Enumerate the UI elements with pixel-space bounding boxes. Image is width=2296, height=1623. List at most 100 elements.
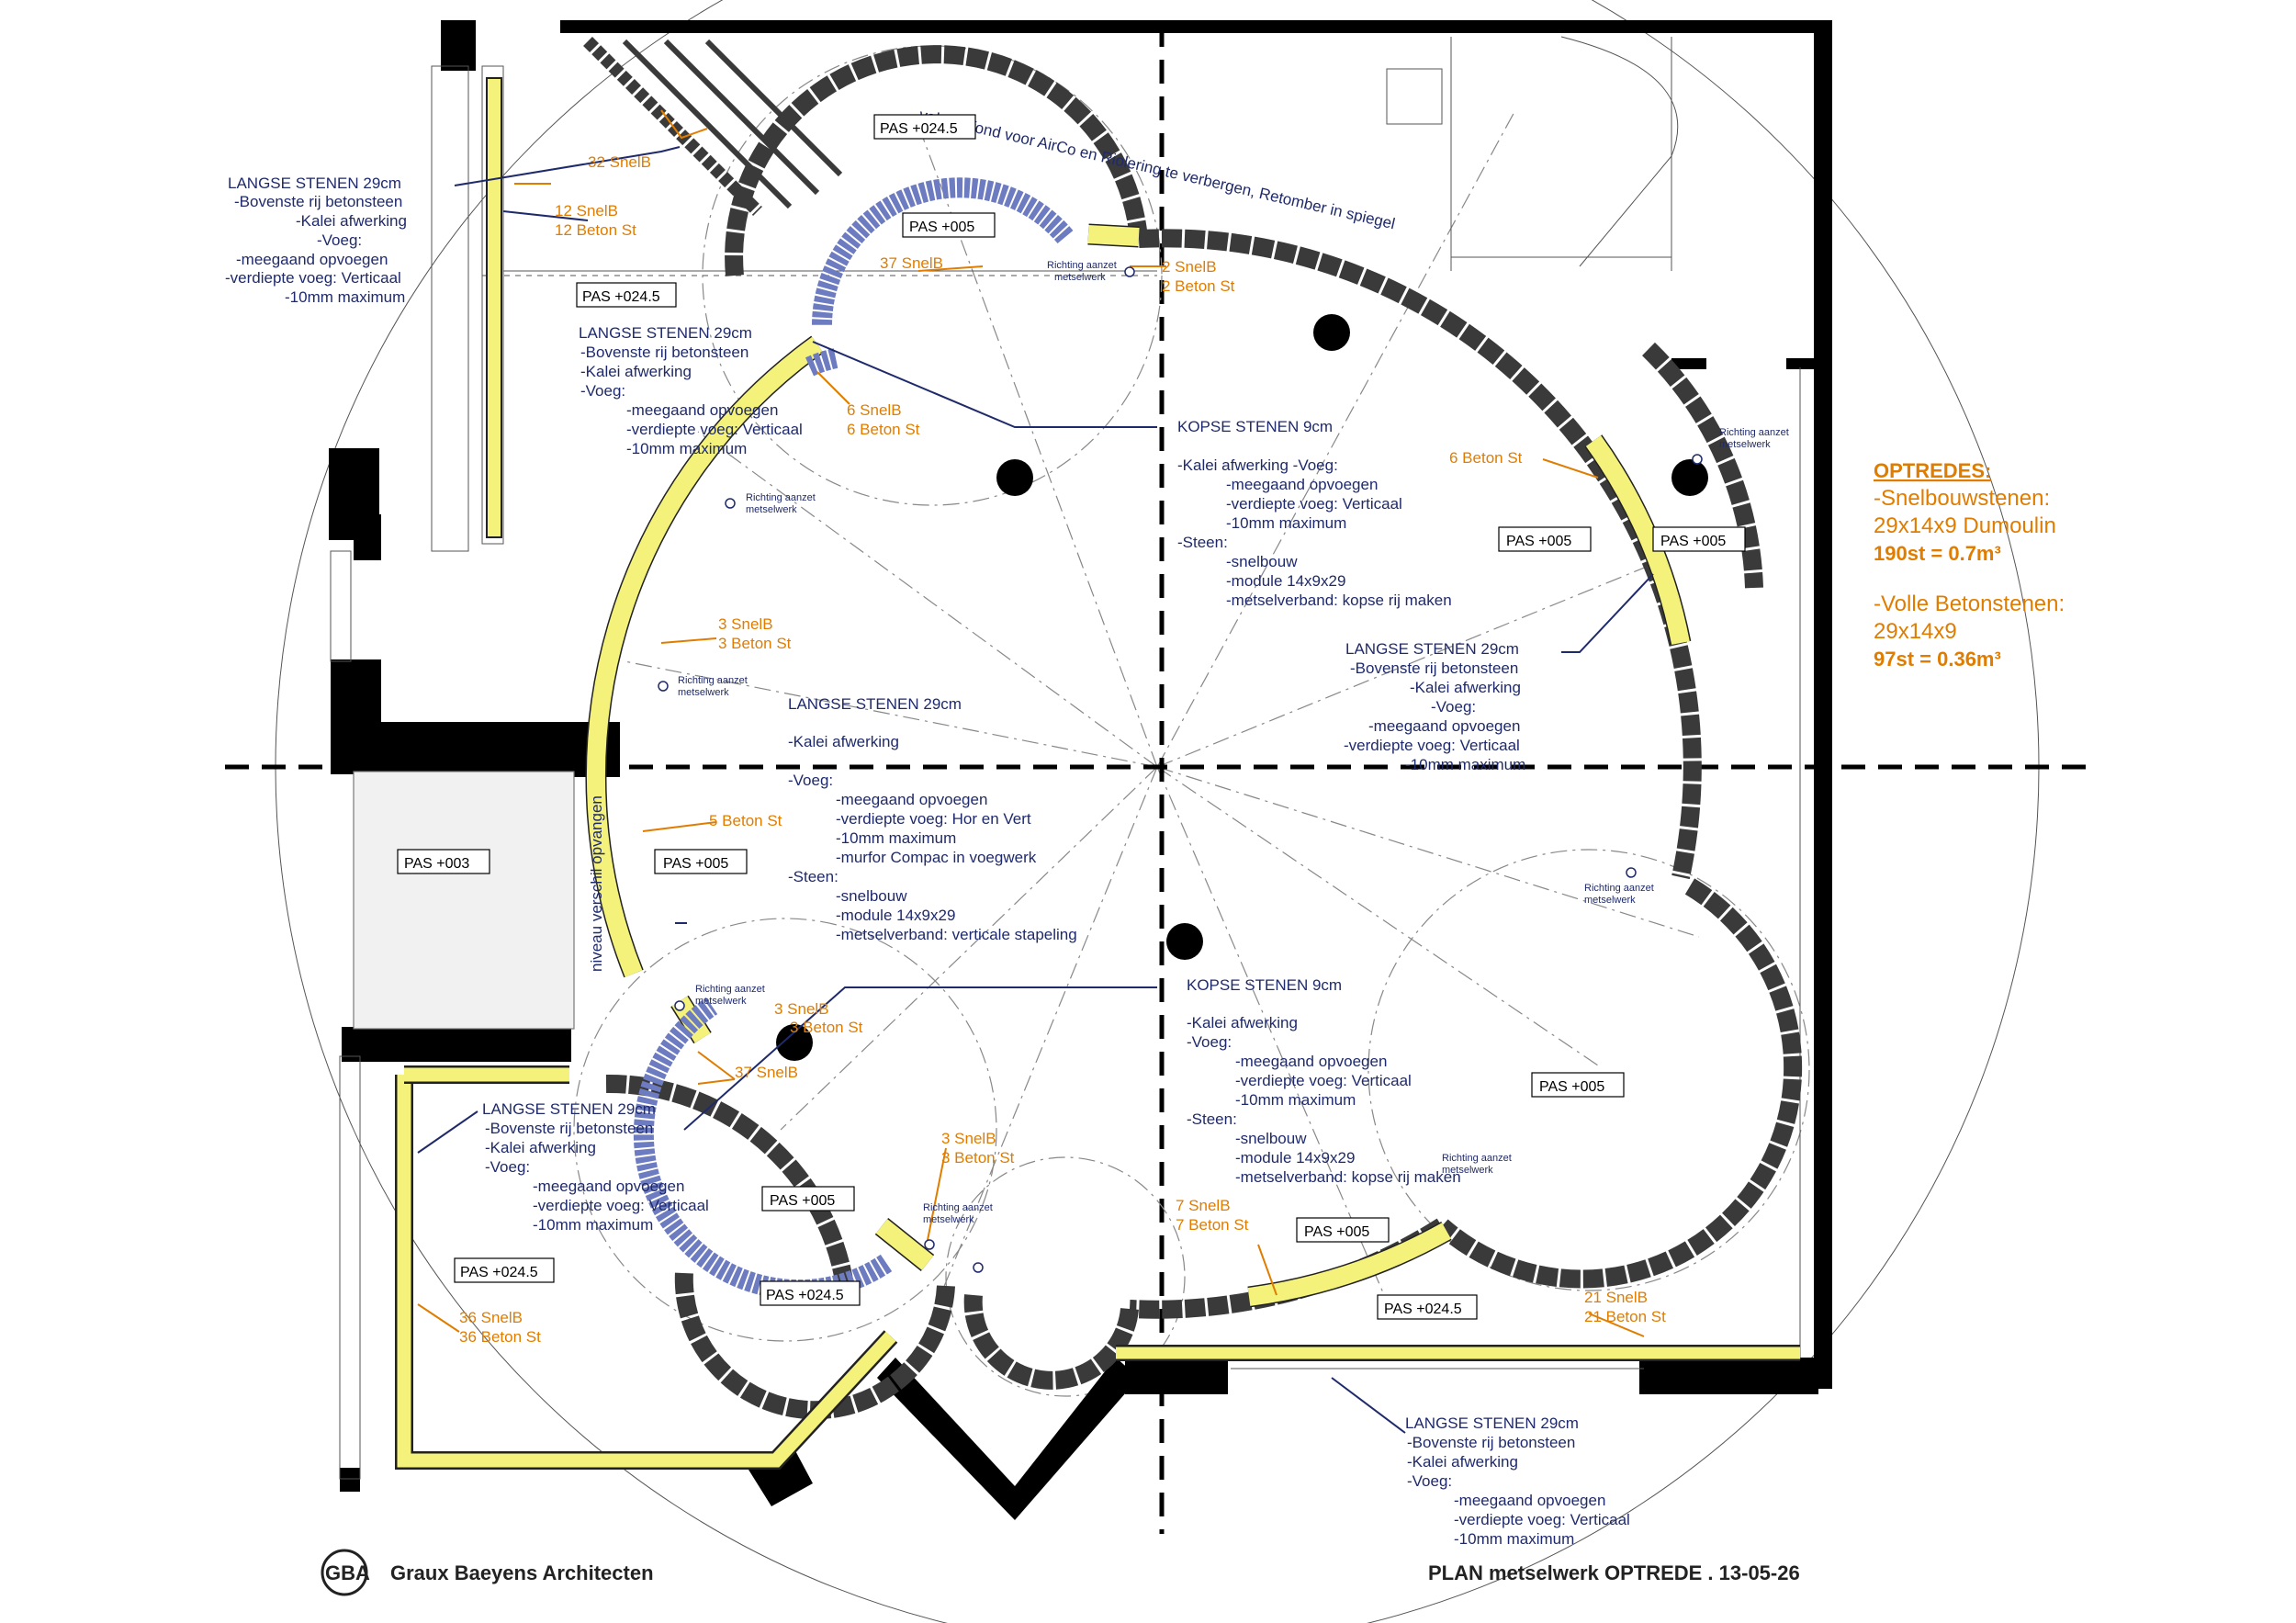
direction-markers: Richting aanzet metselwerk Richting aanz…	[658, 260, 1789, 1273]
svg-text:Richting aanzet: Richting aanzet	[1442, 1153, 1512, 1164]
svg-text:PAS +005: PAS +005	[909, 220, 974, 235]
svg-text:LANGSE STENEN 29cm: LANGSE STENEN 29cm	[228, 175, 401, 192]
svg-text:3 Beton St: 3 Beton St	[941, 1149, 1015, 1167]
svg-text:-Bovenste rij betonsteen: -Bovenste rij betonsteen	[1350, 659, 1518, 677]
svg-text:-Kalei afwerking: -Kalei afwerking	[1407, 1453, 1518, 1471]
svg-text:21 SnelB: 21 SnelB	[1584, 1289, 1648, 1306]
svg-text:-verdiepte voeg: Hor en Vert: -verdiepte voeg: Hor en Vert	[836, 810, 1031, 828]
svg-text:36 SnelB: 36 SnelB	[459, 1309, 523, 1326]
brick-counts: 32 SnelB 12 SnelB 12 Beton St 37 SnelB 2…	[459, 153, 1666, 1346]
svg-text:-Kalei afwerking: -Kalei afwerking	[788, 733, 899, 750]
svg-text:-10mm maximum: -10mm maximum	[1235, 1091, 1356, 1109]
optredes-summary: OPTREDES: -Snelbouwstenen: 29x14x9 Dumou…	[1874, 459, 2065, 671]
svg-text:-Kalei afwerking: -Kalei afwerking	[1410, 679, 1521, 696]
pas-labels: PAS +024.5 PAS +005 PAS +024.5 PAS +005 …	[397, 114, 1746, 1320]
svg-text:-verdiepte voeg: Verticaal: -verdiepte voeg: Verticaal	[1344, 737, 1520, 754]
thin-walls	[330, 36, 1801, 1480]
note-n4: LANGSE STENEN 29cm -Bovenste rij betonst…	[1344, 640, 1525, 773]
svg-text:-Bovenste rij betonsteen: -Bovenste rij betonsteen	[580, 344, 748, 361]
svg-text:-meegaand opvoegen: -meegaand opvoegen	[1368, 717, 1520, 735]
svg-text:-Voeg:: -Voeg:	[317, 231, 362, 249]
plan-title: PLAN metselwerk OPTREDE . 13-05-26	[1428, 1561, 1800, 1584]
svg-text:-Kalei afwerking: -Kalei afwerking	[485, 1139, 596, 1156]
columns	[776, 314, 1708, 1061]
svg-text:-meegaand opvoegen: -meegaand opvoegen	[533, 1178, 684, 1195]
firm-name: Graux Baeyens Architecten	[390, 1561, 654, 1584]
svg-text:-meegaand opvoegen: -meegaand opvoegen	[626, 401, 778, 419]
svg-text:6 Beton St: 6 Beton St	[847, 421, 920, 438]
svg-text:-10mm maximum: -10mm maximum	[626, 440, 747, 457]
svg-text:LANGSE STENEN 29cm: LANGSE STENEN 29cm	[788, 695, 962, 713]
svg-text:12 Beton St: 12 Beton St	[555, 221, 636, 239]
svg-text:-10mm maximum: -10mm maximum	[285, 288, 405, 306]
svg-text:-verdiepte voeg: Verticaal: -verdiepte voeg: Verticaal	[626, 421, 803, 438]
svg-text:-meegaand opvoegen: -meegaand opvoegen	[1454, 1492, 1605, 1509]
svg-text:29x14x9 Dumoulin: 29x14x9 Dumoulin	[1874, 513, 2056, 538]
svg-text:-Voeg:: -Voeg:	[1407, 1472, 1452, 1490]
building-walls	[329, 20, 1832, 1520]
stairs	[583, 37, 843, 216]
svg-text:21 Beton St: 21 Beton St	[1584, 1308, 1666, 1325]
svg-text:PAS +003: PAS +003	[404, 856, 469, 872]
svg-text:-murfor Compac in voegwerk: -murfor Compac in voegwerk	[836, 849, 1037, 866]
svg-text:-Voeg:: -Voeg:	[1187, 1033, 1232, 1051]
svg-text:12 SnelB: 12 SnelB	[555, 202, 618, 220]
svg-text:PAS +005: PAS +005	[1304, 1224, 1369, 1240]
svg-text:LANGSE STENEN 29cm: LANGSE STENEN 29cm	[1405, 1414, 1579, 1432]
svg-text:2 SnelB: 2 SnelB	[1162, 258, 1217, 276]
svg-text:-metselverband: kopse rij make: -metselverband: kopse rij maken	[1226, 592, 1452, 609]
leader-lines	[417, 109, 1654, 1434]
svg-text:-verdiepte voeg: Verticaal: -verdiepte voeg: Verticaal	[533, 1197, 709, 1214]
svg-text:metselwerk: metselwerk	[1054, 272, 1106, 283]
svg-text:7 SnelB: 7 SnelB	[1176, 1197, 1231, 1214]
svg-text:Richting aanzet: Richting aanzet	[1719, 427, 1789, 438]
svg-text:metselwerk: metselwerk	[1719, 439, 1771, 450]
svg-text:3 SnelB: 3 SnelB	[718, 615, 773, 633]
svg-text:OPTREDES:: OPTREDES:	[1874, 459, 1991, 482]
svg-text:-10mm maximum: -10mm maximum	[1454, 1530, 1574, 1548]
svg-text:6 SnelB: 6 SnelB	[847, 401, 902, 419]
svg-text:metselwerk: metselwerk	[678, 687, 729, 698]
svg-text:-Bovenste rij betonsteen: -Bovenste rij betonsteen	[234, 193, 402, 210]
svg-text:-verdiepte voeg: Verticaal: -verdiepte voeg: Verticaal	[225, 269, 401, 287]
svg-text:37 SnelB: 37 SnelB	[880, 254, 943, 272]
svg-text:3 SnelB: 3 SnelB	[941, 1130, 996, 1147]
svg-text:PAS +005: PAS +005	[1539, 1079, 1604, 1095]
note-n3: KOPSE STENEN 9cm -Kalei afwerking -Voeg:…	[1177, 418, 1452, 609]
svg-text:Richting aanzet: Richting aanzet	[746, 492, 816, 503]
svg-text:5 Beton St: 5 Beton St	[709, 812, 782, 829]
svg-text:-snelbouw: -snelbouw	[1226, 553, 1298, 570]
svg-text:-Steen:: -Steen:	[1177, 534, 1228, 551]
svg-text:PAS +024.5: PAS +024.5	[880, 121, 958, 137]
radial-guides	[624, 109, 1700, 1324]
svg-text:-verdiepte voeg: Verticaal: -verdiepte voeg: Verticaal	[1235, 1072, 1412, 1089]
svg-text:-Steen:: -Steen:	[1187, 1110, 1237, 1128]
svg-text:LANGSE STENEN 29cm: LANGSE STENEN 29cm	[482, 1100, 656, 1118]
svg-text:Richting aanzet: Richting aanzet	[678, 675, 748, 686]
svg-text:3 SnelB: 3 SnelB	[774, 1000, 829, 1018]
svg-text:-Kalei afwerking: -Kalei afwerking	[580, 363, 692, 380]
svg-text:-Snelbouwstenen:: -Snelbouwstenen:	[1874, 486, 2050, 511]
svg-text:-snelbouw: -snelbouw	[836, 887, 907, 905]
svg-text:Richting aanzet: Richting aanzet	[1584, 883, 1654, 894]
svg-text:metselwerk: metselwerk	[1442, 1165, 1493, 1176]
svg-text:LANGSE STENEN 29cm: LANGSE STENEN 29cm	[579, 324, 752, 342]
title-block: GBA Graux Baeyens Architecten PLAN metse…	[321, 1549, 1800, 1596]
svg-text:PAS +005: PAS +005	[770, 1193, 835, 1209]
svg-text:-Kalei afwerking: -Kalei afwerking	[1187, 1014, 1298, 1031]
svg-text:-Kalei afwerking: -Kalei afwerking	[296, 212, 407, 230]
svg-text:-Steen:: -Steen:	[788, 868, 838, 885]
svg-text:Richting aanzet: Richting aanzet	[923, 1202, 993, 1213]
svg-text:-meegaand opvoegen: -meegaand opvoegen	[236, 251, 388, 268]
note-n2: LANGSE STENEN 29cm -Bovenste rij betonst…	[579, 324, 803, 457]
svg-text:-10mm maximum: -10mm maximum	[836, 829, 956, 847]
helper-circles	[482, 45, 1810, 1397]
svg-text:7 Beton St: 7 Beton St	[1176, 1216, 1249, 1234]
note-n6: KOPSE STENEN 9cm -Kalei afwerking -Voeg:…	[1187, 976, 1461, 1186]
svg-text:37 SnelB: 37 SnelB	[735, 1064, 798, 1081]
svg-text:metselwerk: metselwerk	[746, 504, 797, 515]
svg-text:-metselverband: kopse rij make: -metselverband: kopse rij maken	[1235, 1168, 1461, 1186]
svg-text:6 Beton St: 6 Beton St	[1449, 449, 1523, 467]
svg-text:-Voeg:: -Voeg:	[788, 772, 833, 789]
svg-text:-Kalei afwerking -Voeg:: -Kalei afwerking -Voeg:	[1177, 456, 1338, 474]
